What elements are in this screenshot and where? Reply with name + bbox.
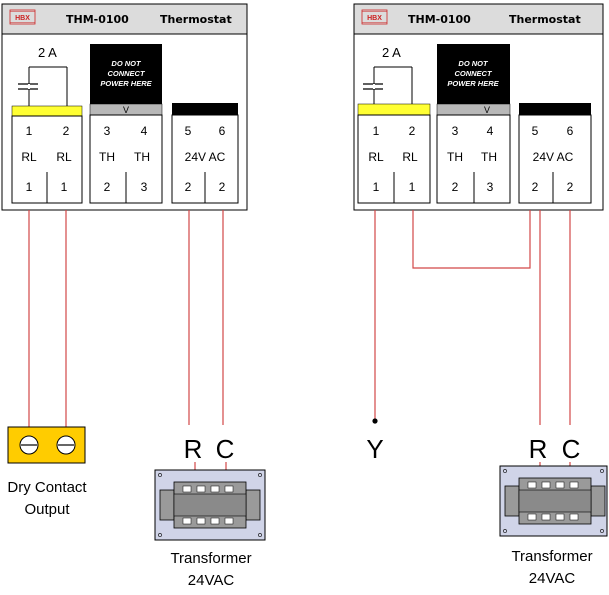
- device-type-text: Thermostat: [160, 13, 232, 26]
- warning-line-1: DO NOT: [111, 59, 142, 68]
- y-wire-endpoint: [372, 418, 378, 424]
- c-label-left: C: [216, 434, 235, 464]
- transformer-left-label-2: 24VAC: [188, 572, 235, 589]
- terminal-2-label: RL: [402, 150, 418, 164]
- relay-fuse-symbol: [18, 66, 68, 106]
- fuse-rating-label: 2 A: [38, 45, 57, 60]
- terminal-1-sub: 1: [373, 180, 380, 194]
- dry-contact-label-2: Output: [24, 501, 70, 518]
- power-strip: [172, 103, 238, 115]
- warning-line-3: POWER HERE: [100, 79, 152, 88]
- fuse-strip: [357, 103, 431, 116]
- terminal-5-6-label: 24V AC: [185, 150, 226, 164]
- terminal-3-sub: 2: [452, 180, 459, 194]
- warning-line-3: POWER HERE: [447, 79, 499, 88]
- terminal-4-sub: 3: [487, 180, 494, 194]
- terminal-4-label: TH: [481, 150, 497, 164]
- terminal-4-label: TH: [134, 150, 150, 164]
- terminal-block-power: [518, 114, 592, 204]
- warning-line-1: DO NOT: [458, 59, 489, 68]
- terminal-6-number: 6: [567, 124, 574, 138]
- terminal-2-sub: 1: [61, 180, 68, 194]
- c-label-right: C: [562, 434, 581, 464]
- terminal-6-sub: 2: [219, 180, 226, 194]
- transformer-right-label-2: 24VAC: [529, 570, 576, 587]
- unit-right-header: [353, 3, 604, 35]
- transformer-left-label-1: Transformer: [170, 550, 251, 567]
- model-text: THM-0100: [408, 13, 471, 26]
- terminal-2-number: 2: [63, 124, 70, 138]
- warning-line-2: CONNECT: [107, 69, 146, 78]
- warning-arrow-glyph: V: [123, 105, 129, 115]
- thermostat-unit-left: HBX THM-0100 Thermostat 2 A DO NOT CONNE…: [1, 3, 248, 211]
- warning-box: [90, 44, 162, 104]
- terminal-3-number: 3: [104, 124, 111, 138]
- transformer-right: [499, 465, 608, 537]
- transformer-right-label-1: Transformer: [511, 548, 592, 565]
- terminal-2-number: 2: [409, 124, 416, 138]
- terminal-4-number: 4: [141, 124, 148, 138]
- terminal-1-label: RL: [21, 150, 37, 164]
- fuse-rating-label: 2 A: [382, 45, 401, 60]
- dry-contact-label-1: Dry Contact: [7, 479, 87, 496]
- terminal-4-sub: 3: [141, 180, 148, 194]
- terminal-3-number: 3: [452, 124, 459, 138]
- warning-arrow-strip: [436, 103, 511, 116]
- terminal-2-label: RL: [56, 150, 72, 164]
- unit-left-header: [1, 3, 248, 35]
- terminal-3-sub: 2: [104, 180, 111, 194]
- device-type-text: Thermostat: [509, 13, 581, 26]
- screw-icon: [56, 435, 76, 455]
- left-wires: [28, 210, 227, 470]
- r-label-right: R: [529, 434, 548, 464]
- terminal-6-sub: 2: [567, 180, 574, 194]
- terminal-5-6-label: 24V AC: [533, 150, 574, 164]
- terminal-1-sub: 1: [26, 180, 33, 194]
- terminal-6-number: 6: [219, 124, 226, 138]
- terminal-4-number: 4: [487, 124, 494, 138]
- hbx-logo: HBX: [9, 9, 36, 25]
- terminal-2-sub: 1: [409, 180, 416, 194]
- terminal-5-number: 5: [532, 124, 539, 138]
- terminal-5-sub: 2: [185, 180, 192, 194]
- model-text: THM-0100: [66, 13, 129, 26]
- wire-jumper-2-to-5: [412, 210, 531, 269]
- brand-logo-text: HBX: [367, 15, 382, 22]
- screw-icon: [19, 435, 39, 455]
- warning-arrow-glyph: V: [484, 105, 490, 115]
- terminal-1-number: 1: [26, 124, 33, 138]
- warning-box: [437, 44, 510, 104]
- y-label: Y: [366, 434, 383, 464]
- terminal-5-number: 5: [185, 124, 192, 138]
- brand-logo-text: HBX: [15, 15, 30, 22]
- warning-line-2: CONNECT: [454, 69, 493, 78]
- transformer-left: [154, 469, 266, 541]
- terminal-1-label: RL: [368, 150, 384, 164]
- thermostat-unit-right: HBX THM-0100 Thermostat 2 A DO NOT CONNE…: [353, 3, 604, 211]
- r-label-left: R: [184, 434, 203, 464]
- relay-fuse-symbol: [363, 66, 413, 106]
- terminal-1-number: 1: [373, 124, 380, 138]
- terminal-5-sub: 2: [532, 180, 539, 194]
- power-strip: [519, 103, 591, 115]
- hbx-logo: HBX: [361, 9, 388, 25]
- right-wires: [374, 210, 571, 466]
- terminal-3-label: TH: [447, 150, 463, 164]
- terminal-3-label: TH: [99, 150, 115, 164]
- dry-contact-terminal-block: [7, 426, 86, 464]
- fuse-strip: [11, 105, 83, 117]
